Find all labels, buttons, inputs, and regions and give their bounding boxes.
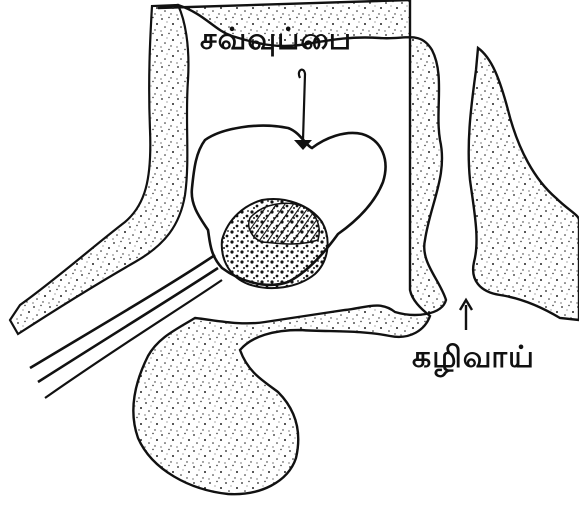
left-wall (10, 5, 188, 334)
opening-pointer (460, 300, 472, 330)
right-tissue (469, 48, 579, 320)
inner-mass-hatched (249, 203, 319, 244)
opening-label: கழிவாய் (412, 340, 535, 379)
sac-pointer (299, 70, 305, 140)
sac-label: சவ்வுப்பை (200, 22, 352, 61)
